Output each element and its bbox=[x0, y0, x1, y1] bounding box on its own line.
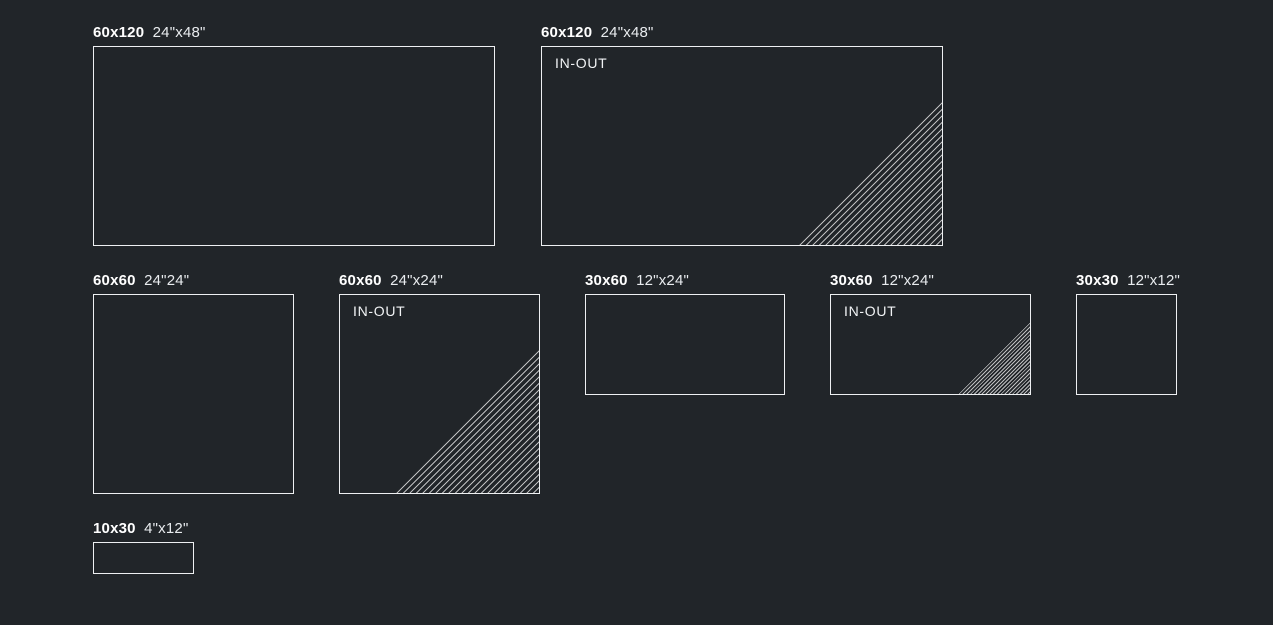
tile-outline bbox=[93, 542, 194, 574]
tile-size-inches: 24"x48" bbox=[152, 24, 206, 41]
tile-60x60-inout: 60x60 24"x24" IN-OUT bbox=[339, 273, 540, 494]
tile-10x30-plain: 10x30 4"x12" bbox=[93, 521, 194, 574]
tile-size-code: 60x60 bbox=[339, 272, 382, 289]
tile-outline: IN-OUT bbox=[830, 294, 1031, 395]
tile-size-code: 30x60 bbox=[830, 272, 873, 289]
tile-label: 60x120 24"x48" bbox=[93, 25, 495, 46]
tile-30x60-plain: 30x60 12"x24" bbox=[585, 273, 785, 395]
tile-outline bbox=[93, 46, 495, 246]
tile-label: 60x120 24"x48" bbox=[541, 25, 943, 46]
tile-60x60-plain: 60x60 24"24" bbox=[93, 273, 294, 494]
tile-size-inches: 24"x48" bbox=[600, 24, 654, 41]
tile-label: 30x60 12"x24" bbox=[830, 273, 1031, 294]
tile-size-inches: 24"x24" bbox=[390, 272, 444, 289]
tile-size-inches: 12"x24" bbox=[881, 272, 935, 289]
tile-outline: IN-OUT bbox=[339, 294, 540, 494]
tile-size-code: 60x120 bbox=[93, 24, 145, 41]
tile-60x120-plain: 60x120 24"x48" bbox=[93, 25, 495, 246]
tile-label: 60x60 24"24" bbox=[93, 273, 294, 294]
tile-size-inches: 4"x12" bbox=[144, 520, 189, 537]
tile-outline bbox=[93, 294, 294, 494]
tile-size-code: 10x30 bbox=[93, 520, 136, 537]
in-out-label: IN-OUT bbox=[844, 303, 897, 319]
tile-label: 30x30 12"x12" bbox=[1076, 273, 1180, 294]
in-out-label: IN-OUT bbox=[555, 55, 608, 71]
tile-60x120-inout: 60x120 24"x48" IN-OUT bbox=[541, 25, 943, 246]
tile-label: 60x60 24"x24" bbox=[339, 273, 540, 294]
diagonal-hatch-pattern bbox=[396, 350, 539, 493]
tile-label: 10x30 4"x12" bbox=[93, 521, 194, 542]
tile-30x60-inout: 30x60 12"x24" IN-OUT bbox=[830, 273, 1031, 395]
tile-size-code: 30x60 bbox=[585, 272, 628, 289]
tile-size-code: 60x120 bbox=[541, 24, 593, 41]
tile-30x30-plain: 30x30 12"x12" bbox=[1076, 273, 1180, 395]
tile-size-code: 60x60 bbox=[93, 272, 136, 289]
tile-size-code: 30x30 bbox=[1076, 272, 1119, 289]
tile-outline bbox=[1076, 294, 1177, 395]
tile-size-inches: 12"x12" bbox=[1127, 272, 1181, 289]
tile-size-inches: 12"x24" bbox=[636, 272, 690, 289]
diagonal-hatch-pattern bbox=[799, 102, 942, 245]
tile-size-inches: 24"24" bbox=[144, 272, 190, 289]
tile-label: 30x60 12"x24" bbox=[585, 273, 785, 294]
in-out-label: IN-OUT bbox=[353, 303, 406, 319]
tile-outline: IN-OUT bbox=[541, 46, 943, 246]
tile-outline bbox=[585, 294, 785, 395]
diagonal-hatch-pattern bbox=[958, 322, 1030, 394]
